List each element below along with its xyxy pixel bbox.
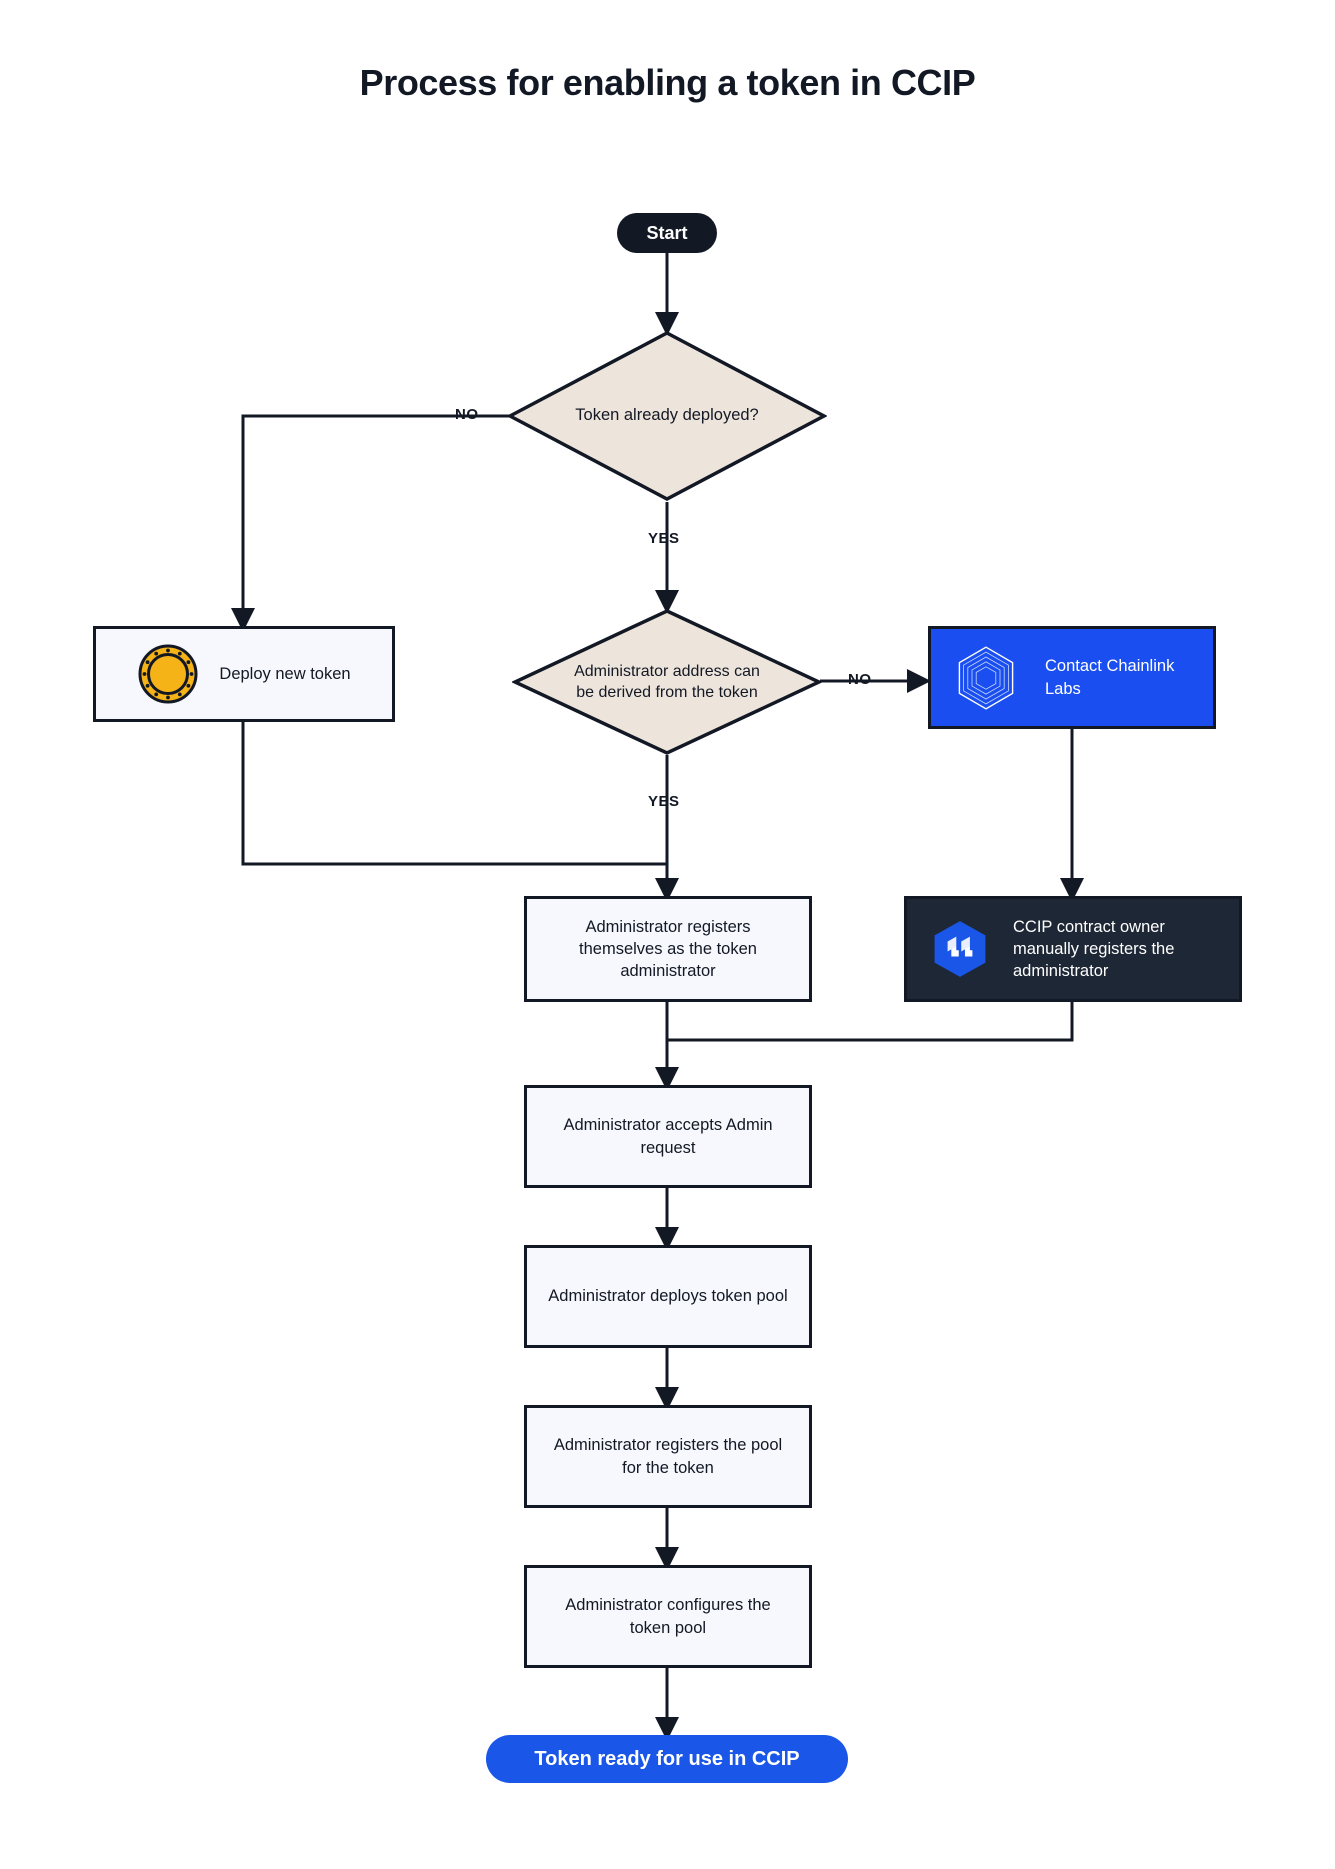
edge-label-admin-yes: YES: [648, 793, 680, 810]
node-admin-registers-self-label: Administrator registers themselves as th…: [579, 917, 757, 981]
node-admin-registers-pool[interactable]: Administrator registers the pool for the…: [524, 1405, 812, 1508]
node-decision-token-deployed-label: Token already deployed?: [575, 406, 759, 425]
node-decision-token-deployed[interactable]: Token already deployed?: [507, 330, 827, 502]
node-decision-admin-derived[interactable]: Administrator address can be derived fro…: [512, 608, 822, 756]
edge-ccipowner-join: [667, 1002, 1074, 1042]
diamond-shape: [512, 609, 822, 755]
node-end-token-ready-label: Token ready for use in CCIP: [534, 1747, 800, 1770]
node-end-token-ready[interactable]: Token ready for use in CCIP: [486, 1735, 848, 1783]
node-admin-configures-pool-label: Administrator configures the token pool: [565, 1596, 771, 1637]
node-start[interactable]: Start: [617, 213, 717, 253]
node-admin-configures-pool[interactable]: Administrator configures the token pool: [524, 1565, 812, 1668]
node-ccip-contract-owner-registers[interactable]: CCIP contract owner manually registers t…: [904, 896, 1242, 1002]
chainlink-logo-icon: [958, 645, 1014, 710]
edge-deployed-no: [231, 414, 510, 632]
node-admin-accepts-request[interactable]: Administrator accepts Admin request: [524, 1085, 812, 1188]
node-contact-chainlink-labs[interactable]: Contact Chainlink Labs: [928, 626, 1216, 729]
diamond-shape: [507, 331, 827, 501]
edge-label-deployed-yes: YES: [648, 530, 680, 547]
node-ccip-contract-owner-registers-label: CCIP contract owner manually registers t…: [1013, 917, 1175, 981]
node-admin-accepts-request-label: Administrator accepts Admin request: [563, 1116, 773, 1157]
gold-coin-icon: [138, 644, 198, 704]
node-admin-deploys-token-pool-label: Administrator deploys token pool: [548, 1287, 788, 1306]
page-title: Process for enabling a token in CCIP: [359, 62, 976, 103]
node-deploy-new-token[interactable]: Deploy new token: [93, 626, 395, 722]
node-deploy-new-token-label: Deploy new token: [219, 664, 351, 683]
node-admin-registers-self[interactable]: Administrator registers themselves as th…: [524, 896, 812, 1002]
edge-label-admin-no: NO: [848, 671, 872, 688]
node-admin-registers-pool-label: Administrator registers the pool for the…: [553, 1436, 783, 1477]
node-admin-deploys-token-pool[interactable]: Administrator deploys token pool: [524, 1245, 812, 1348]
node-decision-admin-derived-label: Administrator address can be derived fro…: [574, 662, 760, 701]
edge-label-deployed-no: NO: [455, 406, 479, 423]
node-contact-chainlink-labs-label: Contact Chainlink Labs: [1045, 657, 1175, 698]
node-start-label: Start: [646, 222, 688, 243]
ccip-logo-icon: [934, 921, 986, 977]
